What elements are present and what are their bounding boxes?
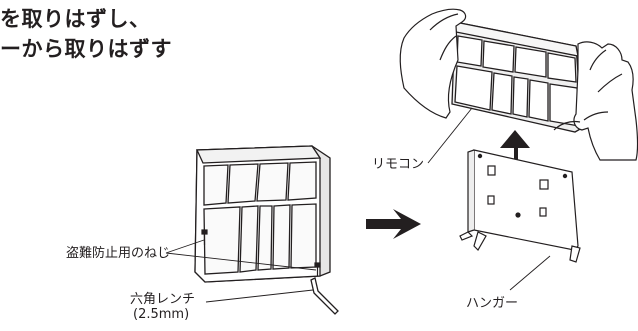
remote-leader xyxy=(427,107,473,164)
remote-controller-left xyxy=(194,145,331,283)
theft-prevention-screw-left xyxy=(201,229,208,245)
direction-arrow xyxy=(366,209,421,239)
theft-prevention-screw-right xyxy=(314,262,321,276)
hex-wrench xyxy=(310,277,339,315)
hanger-leader xyxy=(509,255,551,291)
remote-label: リモコン xyxy=(372,157,425,172)
instruction-heading: を取りはずし、 ーから取りはずす xyxy=(0,4,172,64)
hex-wrench-leader xyxy=(205,289,314,303)
hex-wrench-label: 六角レンチ xyxy=(130,292,196,307)
hanger-label: ハンガー xyxy=(466,296,519,311)
instruction-line-2: ーから取りはずす xyxy=(0,37,172,61)
theft-screw-label: 盗難防止用のねじ xyxy=(66,246,171,261)
right-hand xyxy=(553,41,638,161)
instruction-line-1: を取りはずし、 xyxy=(0,7,151,31)
lift-arrow xyxy=(500,130,530,186)
hex-wrench-size-label: (2.5mm) xyxy=(133,307,190,322)
remote-controller-right xyxy=(451,21,583,133)
left-hand xyxy=(399,8,467,119)
screw-label-leaders xyxy=(165,239,317,271)
hanger-bracket xyxy=(459,149,581,263)
